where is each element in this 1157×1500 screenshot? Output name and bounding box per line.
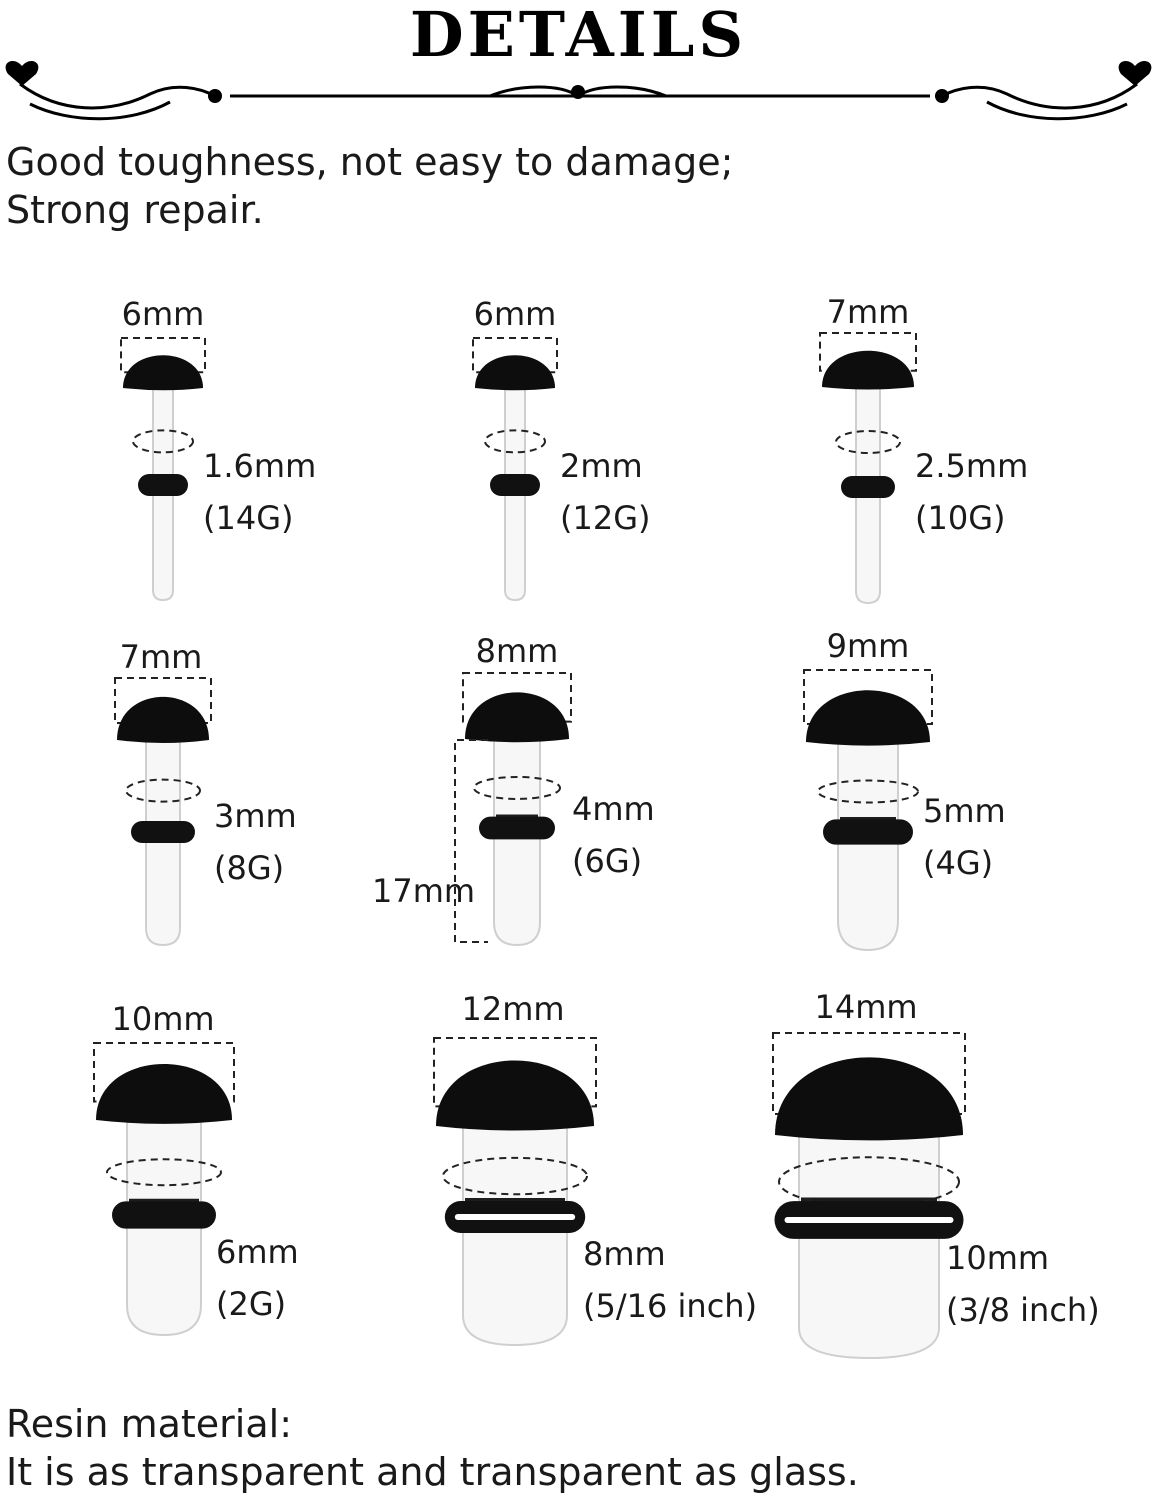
cap-size-label: 7mm: [119, 638, 203, 676]
plug-9-o-ring-highlight: [784, 1217, 954, 1223]
gauge-number: (4G): [923, 844, 994, 882]
heart-icon: [1118, 60, 1152, 86]
gauge-number: (12G): [560, 499, 651, 537]
gauge-label: 4mm (6G): [572, 783, 655, 887]
plug-5-diameter-measure: [473, 775, 561, 800]
gauge-number: (2G): [216, 1285, 287, 1323]
plug-4-cap: [117, 696, 209, 743]
plug-3-cap: [822, 350, 914, 390]
gauge-label: 2mm (12G): [560, 440, 650, 544]
plug-9-stem: [798, 1130, 940, 1360]
plug-2-cap: [475, 355, 555, 391]
plug-2-diameter-measure: [484, 429, 546, 454]
page-title: DETAILS: [409, 0, 748, 71]
plug-1-diameter-measure: [132, 429, 194, 454]
gauge-size: 4mm: [572, 790, 655, 828]
plug-8-cap: [436, 1060, 594, 1131]
plug-9-cap: [775, 1057, 963, 1141]
gauge-number: (14G): [203, 499, 294, 537]
plug-5-stem: [493, 734, 541, 947]
plug-8-stem: [462, 1121, 568, 1347]
cap-size-label: 6mm: [121, 295, 205, 333]
plug-3-o-ring: [841, 476, 895, 498]
plug-5-o-ring: [479, 816, 555, 840]
divider-dot-icon: [208, 89, 222, 103]
gauge-label: 1.6mm (14G): [203, 440, 316, 544]
plug-6-diameter-measure: [817, 779, 919, 804]
plug-8-diameter-measure: [442, 1156, 588, 1196]
plug-7-cap: [96, 1063, 232, 1124]
divider-dot-icon: [935, 89, 949, 103]
gauge-number: (8G): [214, 849, 285, 887]
gauge-number: (3/8 inch): [946, 1291, 1100, 1329]
intro-text: Good toughness, not easy to damage; Stro…: [6, 138, 733, 234]
length-label: 17mm: [372, 872, 476, 910]
gauge-size: 10mm: [946, 1239, 1050, 1277]
gauge-label: 6mm (2G): [216, 1226, 299, 1330]
gauge-label: 2.5mm (10G): [915, 440, 1028, 544]
gauge-size: 6mm: [216, 1233, 299, 1271]
plug-4-cap-measure: [114, 677, 212, 724]
gauge-size: 3mm: [214, 797, 297, 835]
material-heading: Resin material:: [6, 1402, 293, 1446]
plug-8-cap-measure: [433, 1037, 597, 1108]
gauge-label: 10mm (3/8 inch): [946, 1232, 1100, 1336]
plug-4-o-ring: [131, 821, 195, 843]
gauge-size: 2.5mm: [915, 447, 1029, 485]
cap-size-label: 12mm: [461, 990, 565, 1028]
plug-7-o-ring: [112, 1201, 216, 1229]
heart-icon: [5, 60, 39, 86]
length-measure-bracket: [454, 739, 488, 943]
cap-size-label: 7mm: [826, 293, 910, 331]
plug-6-o-ring: [823, 819, 913, 845]
plug-4-diameter-measure: [125, 778, 201, 803]
plug-9-cap-measure: [772, 1032, 966, 1115]
gauge-size: 8mm: [583, 1235, 666, 1273]
gauge-size: 2mm: [560, 447, 643, 485]
plug-1-cap: [123, 355, 203, 391]
intro-line-1: Good toughness, not easy to damage;: [6, 140, 734, 184]
plug-1-o-ring: [138, 474, 188, 496]
cap-size-label: 6mm: [473, 295, 557, 333]
cap-size-label: 10mm: [111, 1000, 215, 1038]
gauge-label: 3mm (8G): [214, 790, 297, 894]
intro-line-2: Strong repair.: [6, 188, 264, 232]
gauge-label: 5mm (4G): [923, 785, 1006, 889]
plug-5-cap: [465, 692, 569, 743]
cap-size-label: 14mm: [814, 988, 918, 1026]
gauge-number: (6G): [572, 842, 643, 880]
cap-size-label: 9mm: [826, 627, 910, 665]
ornamental-divider: [5, 60, 1152, 121]
gauge-size: 5mm: [923, 792, 1006, 830]
material-description: It is as transparent and transparent as …: [6, 1450, 859, 1494]
gauge-number: (10G): [915, 499, 1006, 537]
plug-2-o-ring: [490, 474, 540, 496]
divider-dot-icon: [571, 85, 585, 99]
gauge-label: 8mm (5/16 inch): [583, 1228, 757, 1332]
gauge-size: 1.6mm: [203, 447, 317, 485]
plug-3-diameter-measure: [835, 430, 901, 454]
cap-size-label: 8mm: [475, 632, 559, 670]
material-text: Resin material: It is as transparent and…: [6, 1400, 859, 1496]
plug-8-o-ring-highlight: [454, 1214, 576, 1220]
plug-7-diameter-measure: [106, 1158, 222, 1187]
plug-6-cap: [806, 690, 930, 746]
gauge-number: (5/16 inch): [583, 1287, 758, 1325]
